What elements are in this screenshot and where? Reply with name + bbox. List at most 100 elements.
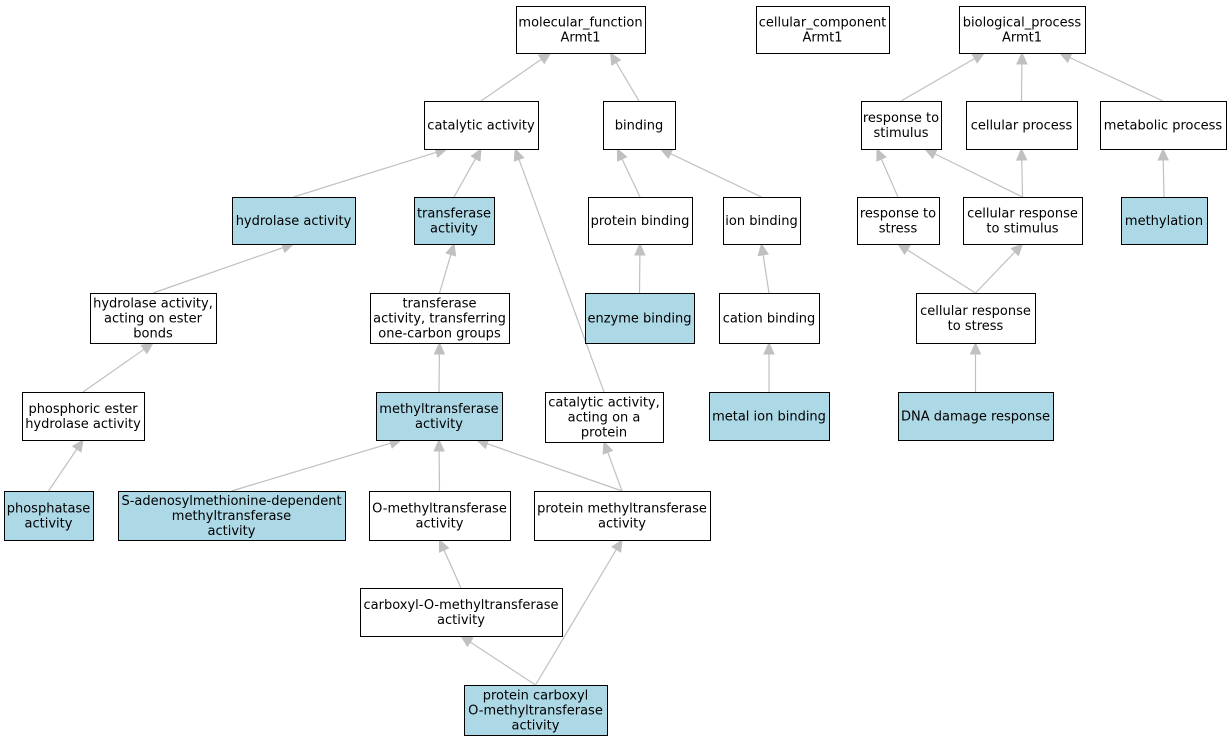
node-binding[interactable]: binding [603,101,676,150]
arrowhead [537,52,552,65]
node-label-line: metal ion binding [712,410,826,425]
node-box [464,685,608,736]
node-label-line: protein methyltransferase [537,502,707,517]
edge-cellular_response_to_stress-to-response_to_stress [906,249,976,294]
node-label-line: hydrolase activity, [93,297,213,312]
node-box [709,392,830,441]
node-protein-binding[interactable]: protein binding [588,197,693,245]
node-label-line: enzyme binding [587,312,691,327]
edge-metabolic_process-to-biological_process [1069,57,1164,102]
node-box [603,101,676,150]
arrowhead [616,147,628,162]
edge-carboxyl_o_methyltransferase-to-o_methyltransferase [443,549,462,589]
node-catalytic-activity[interactable]: catalytic activity [424,101,539,150]
node-label-line: ion binding [725,214,797,229]
node-box [898,392,1054,441]
node-label-line: phosphoric ester [28,402,138,417]
arrowhead [71,438,84,453]
node-label-line: molecular_function [518,16,642,31]
node-box [360,588,563,637]
node-label-line: activity [598,517,646,532]
node-label-line: activity [430,222,478,237]
node-label-line: hydrolase activity [25,417,141,432]
node-box [545,392,664,443]
node-cation-binding[interactable]: cation binding [719,293,820,344]
arrowhead [445,242,457,257]
arrowhead [757,242,769,257]
node-label-line: O-methyltransferase [468,704,603,719]
node-label-line: acting on a [568,411,641,426]
node-metabolic-process[interactable]: metabolic process [1100,101,1227,150]
node-box [963,197,1083,245]
node-box [719,293,820,344]
arrowhead [433,341,446,355]
arrowhead [969,341,982,355]
node-box [585,293,695,344]
edge-phosphatase_activity-to-phosphoric_ester [48,448,78,492]
arrowhead [659,148,674,160]
arrowhead [1016,51,1028,65]
edge-response_to_stress-to-response_to_stimulus [880,158,899,198]
node-sam-methyltransferase[interactable]: S-adenosylmethionine-dependentmethyltran… [118,491,346,541]
arrowhead [438,538,450,553]
node-label-line: methylation [1125,214,1203,229]
edge-protein_carboxyl_o_methyltransferase-to-carboxyl_o_methyltransferase [469,641,536,686]
edge-cellular_response_to_stimulus-to-response_to_stimulus [934,153,1023,198]
arrowhead [1058,52,1073,64]
node-label-line: protein binding [591,214,690,229]
node-enzyme-binding[interactable]: enzyme binding [585,293,695,344]
edge-cation_binding-to-ion_binding [762,254,770,294]
node-dna-damage-response[interactable]: DNA damage response [898,392,1054,441]
node-label-line: carboxyl-O-methyltransferase [364,598,559,613]
arrowhead [470,147,482,162]
edge-response_to_stimulus-to-biological_process [900,57,975,102]
node-metal-ion-binding[interactable]: metal ion binding [709,392,830,441]
arrowhead [876,147,887,162]
arrowhead [1010,243,1024,257]
node-label-line: activity, transferring [373,312,506,327]
arrowhead [634,242,646,256]
node-label-line: response to [860,207,936,222]
edge-binding-to-molecular_function [615,62,640,102]
node-cellular-process[interactable]: cellular process [966,101,1078,150]
node-label-line: catalytic activity [427,119,535,134]
node-ion-binding[interactable]: ion binding [723,197,801,245]
edge-sam_methyltransferase-to-methyltransferase_activity [231,442,391,492]
node-box [414,197,495,245]
node-box [516,6,646,54]
edge-cellular_response_to_stimulus-to-cellular_process [1021,159,1024,198]
node-box [861,101,942,150]
node-label-line: cation binding [723,312,816,327]
node-label-line: binding [615,119,663,134]
node-label-line: methyltransferase [379,402,498,417]
arrowhead [923,148,938,160]
node-label-line: methyltransferase [172,509,291,524]
node-hydrolase-activity[interactable]: hydrolase activity [232,197,356,245]
node-label-line: protein [581,426,627,441]
node-methylation[interactable]: methylation [1121,197,1208,245]
arrowhead [763,341,775,355]
node-box [232,197,356,245]
edge-protein_binding-to-binding [621,158,641,198]
node-protein-carboxyl-o-methyltransferase[interactable]: protein carboxylO-methyltransferaseactiv… [464,685,608,736]
arrowhead [896,243,911,256]
node-label-line: hydrolase activity [236,214,352,229]
arrowhead [609,51,622,66]
